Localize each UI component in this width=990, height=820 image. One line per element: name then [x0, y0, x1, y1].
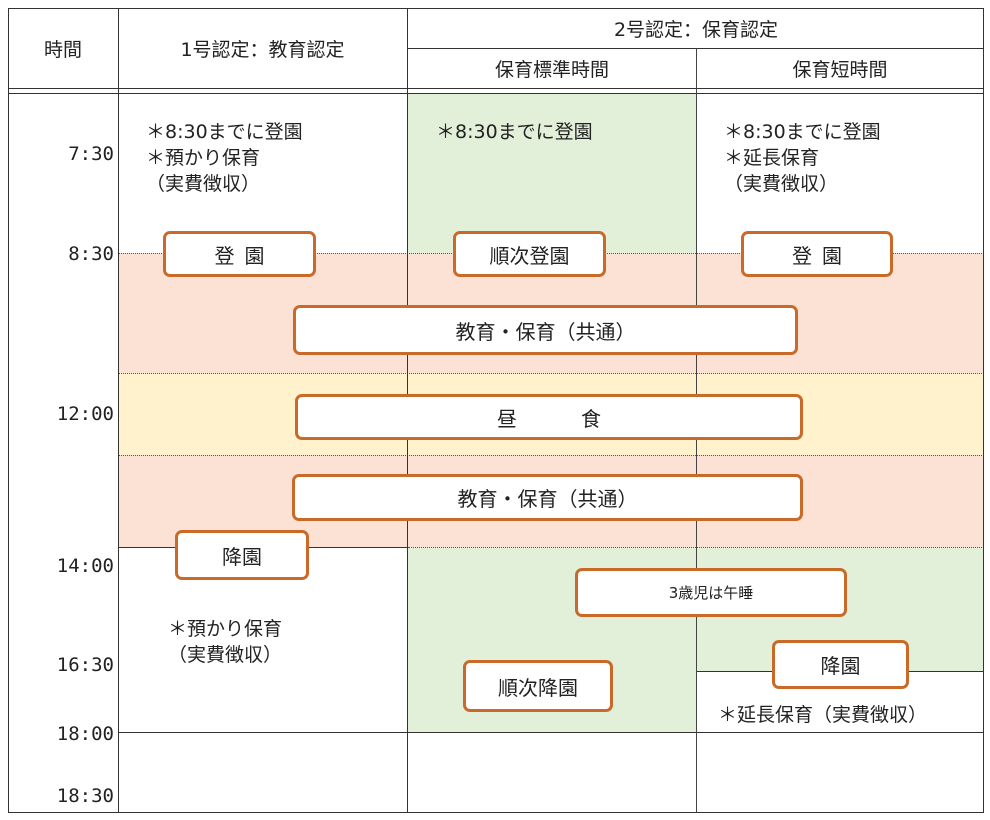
box-common-afternoon: 教育・保育（共通） [292, 474, 803, 521]
rule-right [983, 8, 984, 812]
note-line: ＊8:30までに登園 [146, 121, 303, 143]
note-line: （実費徴収） [168, 644, 283, 666]
note-cert1-morning: ＊8:30までに登園 ＊預かり保育 （実費徴収） [146, 119, 303, 197]
box-nap: 3歳児は午睡 [575, 568, 847, 617]
note-line: ＊8:30までに登園 [724, 121, 881, 143]
header-cert2-short: 保育短時間 [792, 58, 888, 81]
note-line: ＊延長保育 [724, 147, 820, 169]
time-label-1630: 16:30 [56, 654, 114, 676]
note-line: ＊8:30までに登園 [436, 121, 593, 143]
note-line: ＊預かり保育 [146, 147, 261, 169]
note-line: （実費徴収） [146, 173, 261, 195]
header-time: 時間 [43, 38, 82, 61]
note-standard-morning: ＊8:30までに登園 [436, 119, 593, 145]
box-standard-arrival: 順次登園 [453, 231, 606, 277]
rule-time-col [118, 8, 119, 812]
rule-1800 [118, 732, 984, 733]
time-label-1800: 18:00 [56, 723, 114, 745]
standard-green-band-morning [408, 93, 696, 253]
rule-header-bottom-2 [8, 93, 984, 94]
box-short-departure: 降園 [772, 640, 909, 689]
rule-header-bottom-1 [8, 88, 984, 89]
note-short-morning: ＊8:30までに登園 ＊延長保育 （実費徴収） [724, 119, 881, 197]
box-standard-departure: 順次降園 [463, 660, 613, 712]
rule-left [8, 8, 9, 812]
header-cert2: 2号認定：保育認定 [613, 18, 779, 41]
note-short-evening: ＊延長保育（実費徴収） [718, 704, 928, 726]
box-short-arrival: 登園 [741, 231, 893, 277]
rule-top [8, 8, 984, 9]
time-label-1400: 14:00 [56, 555, 114, 577]
rule-lunch-top [118, 373, 984, 374]
note-line: （実費徴収） [724, 173, 839, 195]
time-label-0830: 8:30 [68, 243, 114, 265]
rule-bottom [8, 812, 984, 813]
time-label-1830: 18:30 [56, 785, 114, 807]
note-cert1-afternoon: ＊預かり保育 （実費徴収） [168, 616, 282, 668]
rule-lunch-bottom [118, 455, 984, 456]
header-cert2-standard: 保育標準時間 [494, 58, 609, 81]
time-label-0730: 7:30 [68, 143, 114, 165]
box-cert1-arrival: 登園 [163, 231, 316, 277]
note-line: ＊預かり保育 [168, 618, 283, 640]
box-lunch: 昼食 [295, 394, 803, 440]
box-common-morning: 教育・保育（共通） [293, 305, 798, 355]
box-cert1-departure: 降園 [175, 530, 309, 580]
time-label-1200: 12:00 [56, 403, 114, 425]
header-cert1: 1号認定：教育認定 [180, 38, 345, 61]
